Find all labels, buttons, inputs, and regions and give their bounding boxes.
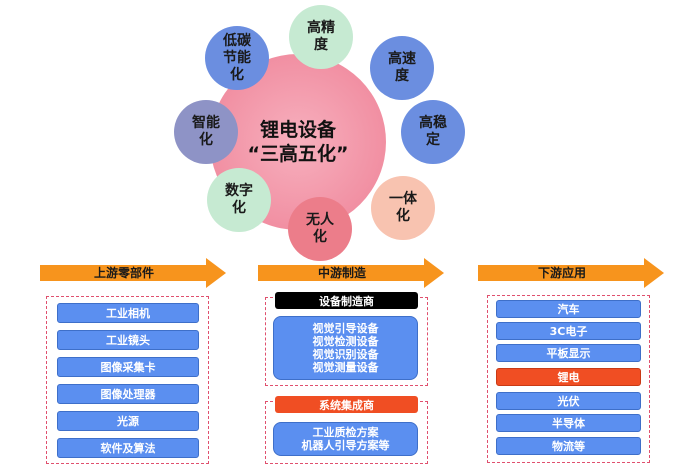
downstream-item: 汽车: [496, 300, 641, 318]
integration-header: 系统集成商: [275, 396, 418, 413]
circle-low-carbon: [205, 26, 269, 90]
upstream-item: 图像处理器: [57, 384, 199, 404]
integration-block: 工业质检方案 机器人引导方案等: [273, 422, 418, 456]
integration-item: 机器人引导方案等: [301, 439, 390, 452]
downstream-item: 半导体: [496, 414, 641, 432]
circle-unmanned: [288, 197, 352, 261]
equipment-item: 视觉识别设备: [312, 348, 379, 361]
upstream-title: 上游零部件: [93, 266, 154, 280]
circle-intelligence: [174, 100, 238, 164]
upstream-box: [46, 296, 209, 464]
center-title: 锂电设备 “三高五化”: [247, 119, 349, 165]
midstream-title: 中游制造: [317, 266, 366, 280]
downstream-item: 光伏: [496, 392, 641, 410]
label-low-carbon: 低碳 节能 化: [223, 32, 251, 83]
equipment-header: 设备制造商: [275, 292, 418, 309]
equipment-item: 视觉检测设备: [312, 335, 379, 348]
circle-high-speed: [370, 36, 434, 100]
upstream-item: 图像采集卡: [57, 357, 199, 377]
downstream-arrow: 下游应用: [478, 258, 664, 288]
downstream-box: [487, 295, 650, 463]
circle-high-precision: [289, 5, 353, 69]
label-high-precision: 高精 度: [307, 20, 335, 53]
equipment-item: 视觉测量设备: [312, 361, 379, 374]
label-unmanned: 无人 化: [306, 212, 334, 245]
upstream-item: 工业相机: [57, 303, 199, 323]
downstream-item: 平板显示: [496, 344, 641, 362]
circle-digitalization: [207, 168, 271, 232]
equipment-block: 视觉引导设备 视觉检测设备 视觉识别设备 视觉测量设备: [273, 316, 418, 380]
label-high-speed: 高速 度: [388, 51, 416, 84]
downstream-item: 物流等: [496, 437, 641, 455]
downstream-item-highlight: 锂电: [496, 368, 641, 386]
equipment-item: 视觉引导设备: [312, 322, 379, 335]
circle-high-stability: [401, 100, 465, 164]
upstream-item: 软件及算法: [57, 438, 199, 458]
downstream-item: 3C电子: [496, 322, 641, 340]
upstream-item: 光源: [57, 411, 199, 431]
circle-integration: [371, 176, 435, 240]
label-intelligence: 智能 化: [192, 115, 220, 148]
upstream-arrow: 上游零部件: [40, 258, 226, 288]
midstream-arrow: 中游制造: [258, 258, 444, 288]
label-high-stability: 高稳 定: [419, 115, 447, 148]
downstream-title: 下游应用: [537, 266, 586, 280]
integration-item: 工业质检方案: [312, 426, 379, 439]
upstream-item: 工业镜头: [57, 330, 199, 350]
label-digitalization: 数字 化: [225, 183, 253, 216]
label-integration: 一体 化: [389, 191, 417, 224]
circles-diagram: [174, 5, 465, 261]
